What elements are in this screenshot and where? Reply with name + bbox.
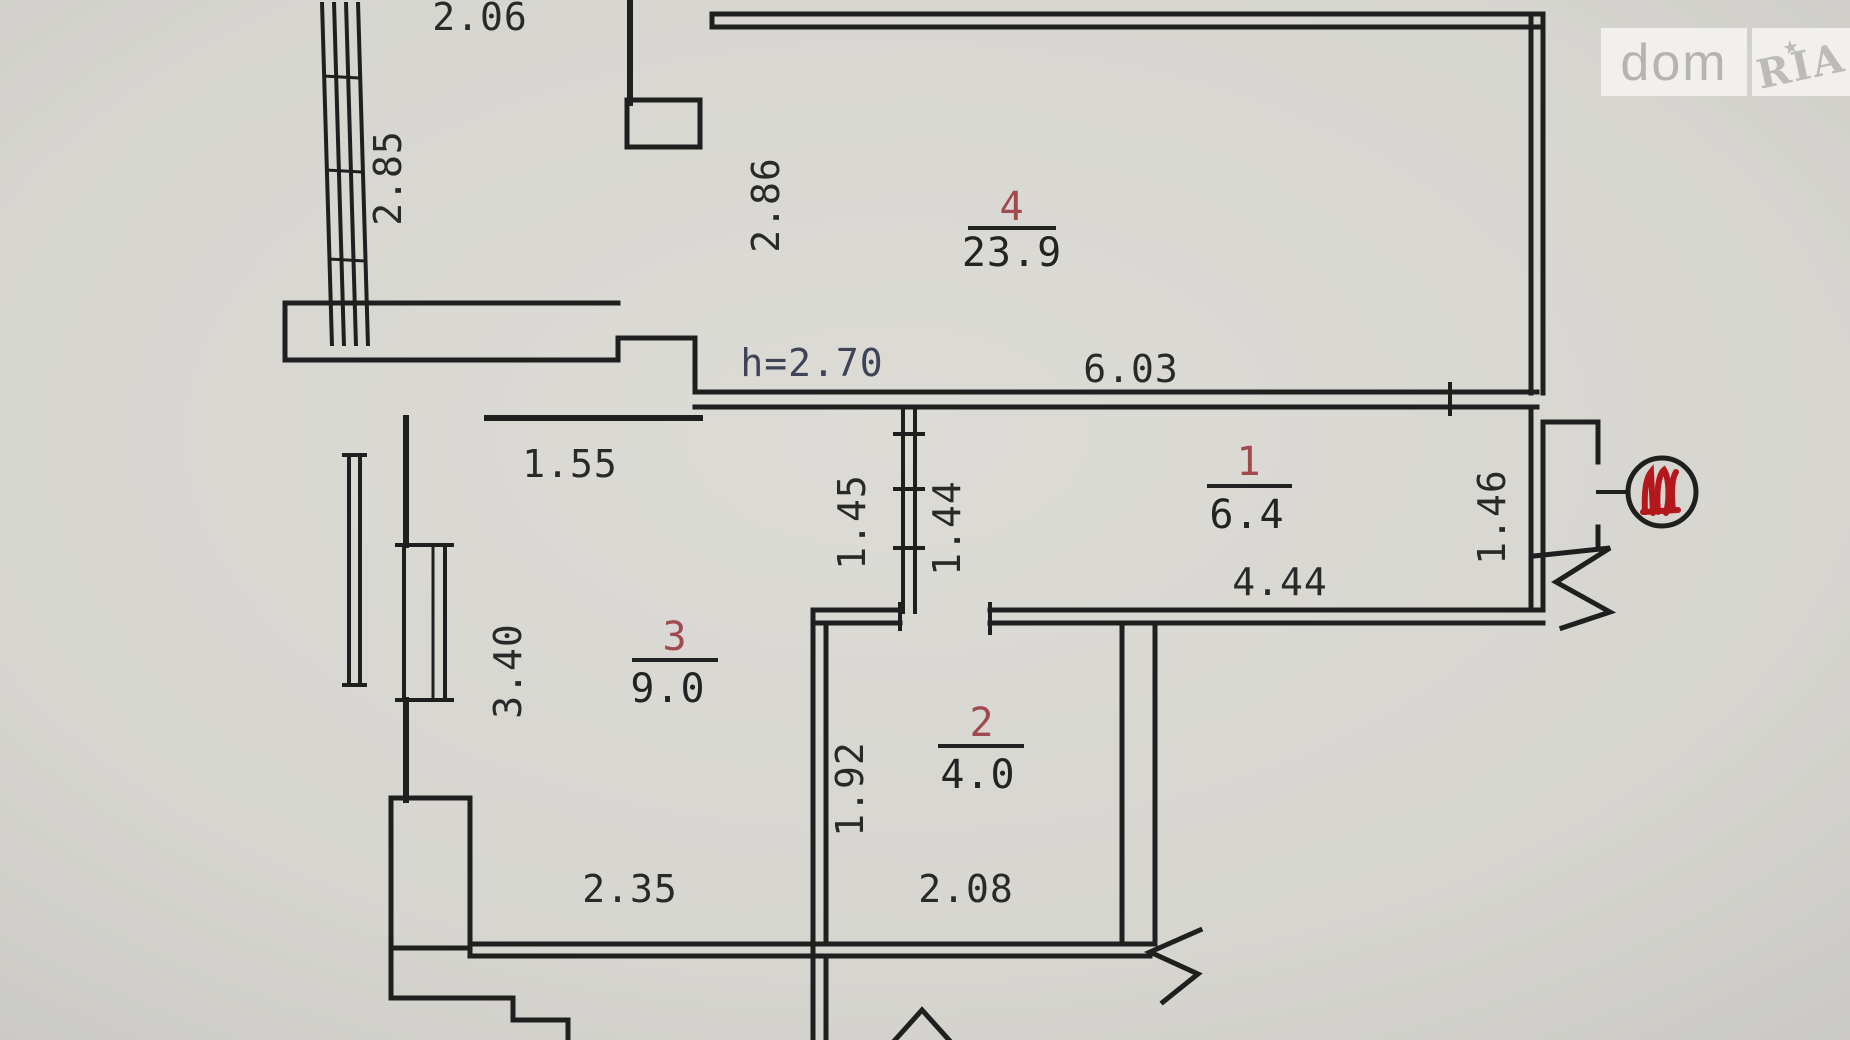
room-1-number: 1 — [1236, 439, 1261, 485]
window-balcony — [320, 1, 370, 347]
wall-room4-right — [1528, 11, 1546, 396]
break-mark-bottom-center — [891, 1006, 953, 1040]
pier-room3 — [388, 795, 473, 951]
height-note: h=2.70 — [740, 341, 883, 385]
watermark-ria-star-icon: ★ — [1780, 29, 1802, 62]
wall-room3-room2-divider — [810, 607, 829, 1040]
watermark-ria-box — [1752, 28, 1850, 96]
room-3-number: 3 — [662, 614, 687, 660]
dim-room2-left: 1.92 — [828, 741, 872, 837]
room-2-area: 4.0 — [940, 752, 1015, 798]
dim-room3-door-side: 1.45 — [830, 474, 874, 570]
window-room3 — [395, 543, 454, 702]
wall-top — [709, 11, 1545, 30]
wall-balcony-parapet — [282, 300, 621, 363]
room-4-number: 4 — [999, 184, 1024, 230]
dim-room4-bottom: 6.03 — [1083, 347, 1179, 391]
dim-room2-bottom: 2.08 — [918, 867, 1014, 911]
door-ticks-room3 — [893, 432, 925, 550]
wall-room1-right — [1528, 404, 1601, 611]
dim-balcony-depth: 2.85 — [366, 130, 410, 226]
room-4-area: 23.9 — [962, 230, 1062, 276]
wall-room2-right — [1119, 620, 1158, 947]
wall-bottom-left-outline — [388, 943, 571, 1040]
room-1-area: 6.4 — [1209, 492, 1284, 538]
dim-room3-left: 3.40 — [486, 623, 530, 719]
dim-entry-side: 1.46 — [1470, 469, 1514, 565]
watermark-dom-box — [1601, 28, 1747, 96]
window-left-exterior — [342, 453, 367, 687]
wall-room3-room1-divider — [901, 405, 917, 614]
wall-step-block — [615, 335, 698, 395]
dim-room1-door-side: 1.44 — [925, 480, 969, 576]
watermark: dom RIA ★ — [1601, 28, 1850, 99]
dim-room3-bottom: 2.35 — [582, 867, 678, 911]
entry-door-red-scribble — [1640, 464, 1681, 516]
dim-room3-top: 1.55 — [522, 442, 618, 486]
dim-balcony-width: 2.06 — [432, 0, 528, 39]
watermark-dom: dom — [1620, 34, 1727, 92]
column-room4 — [624, 97, 703, 150]
room-3-area: 9.0 — [630, 666, 705, 712]
dim-room4-left: 2.86 — [744, 157, 788, 253]
dim-room1-bottom: 4.44 — [1232, 560, 1328, 604]
wall-room1-bottom — [812, 607, 1546, 626]
entry-door-circle — [1625, 455, 1699, 529]
room-2-number: 2 — [969, 700, 994, 746]
walls — [282, 0, 1630, 1040]
break-mark-bottom-right — [1143, 926, 1204, 1006]
door-jambs-room2 — [898, 602, 992, 635]
break-mark-right — [1531, 545, 1617, 632]
wall-room4-bottom — [692, 389, 1540, 410]
